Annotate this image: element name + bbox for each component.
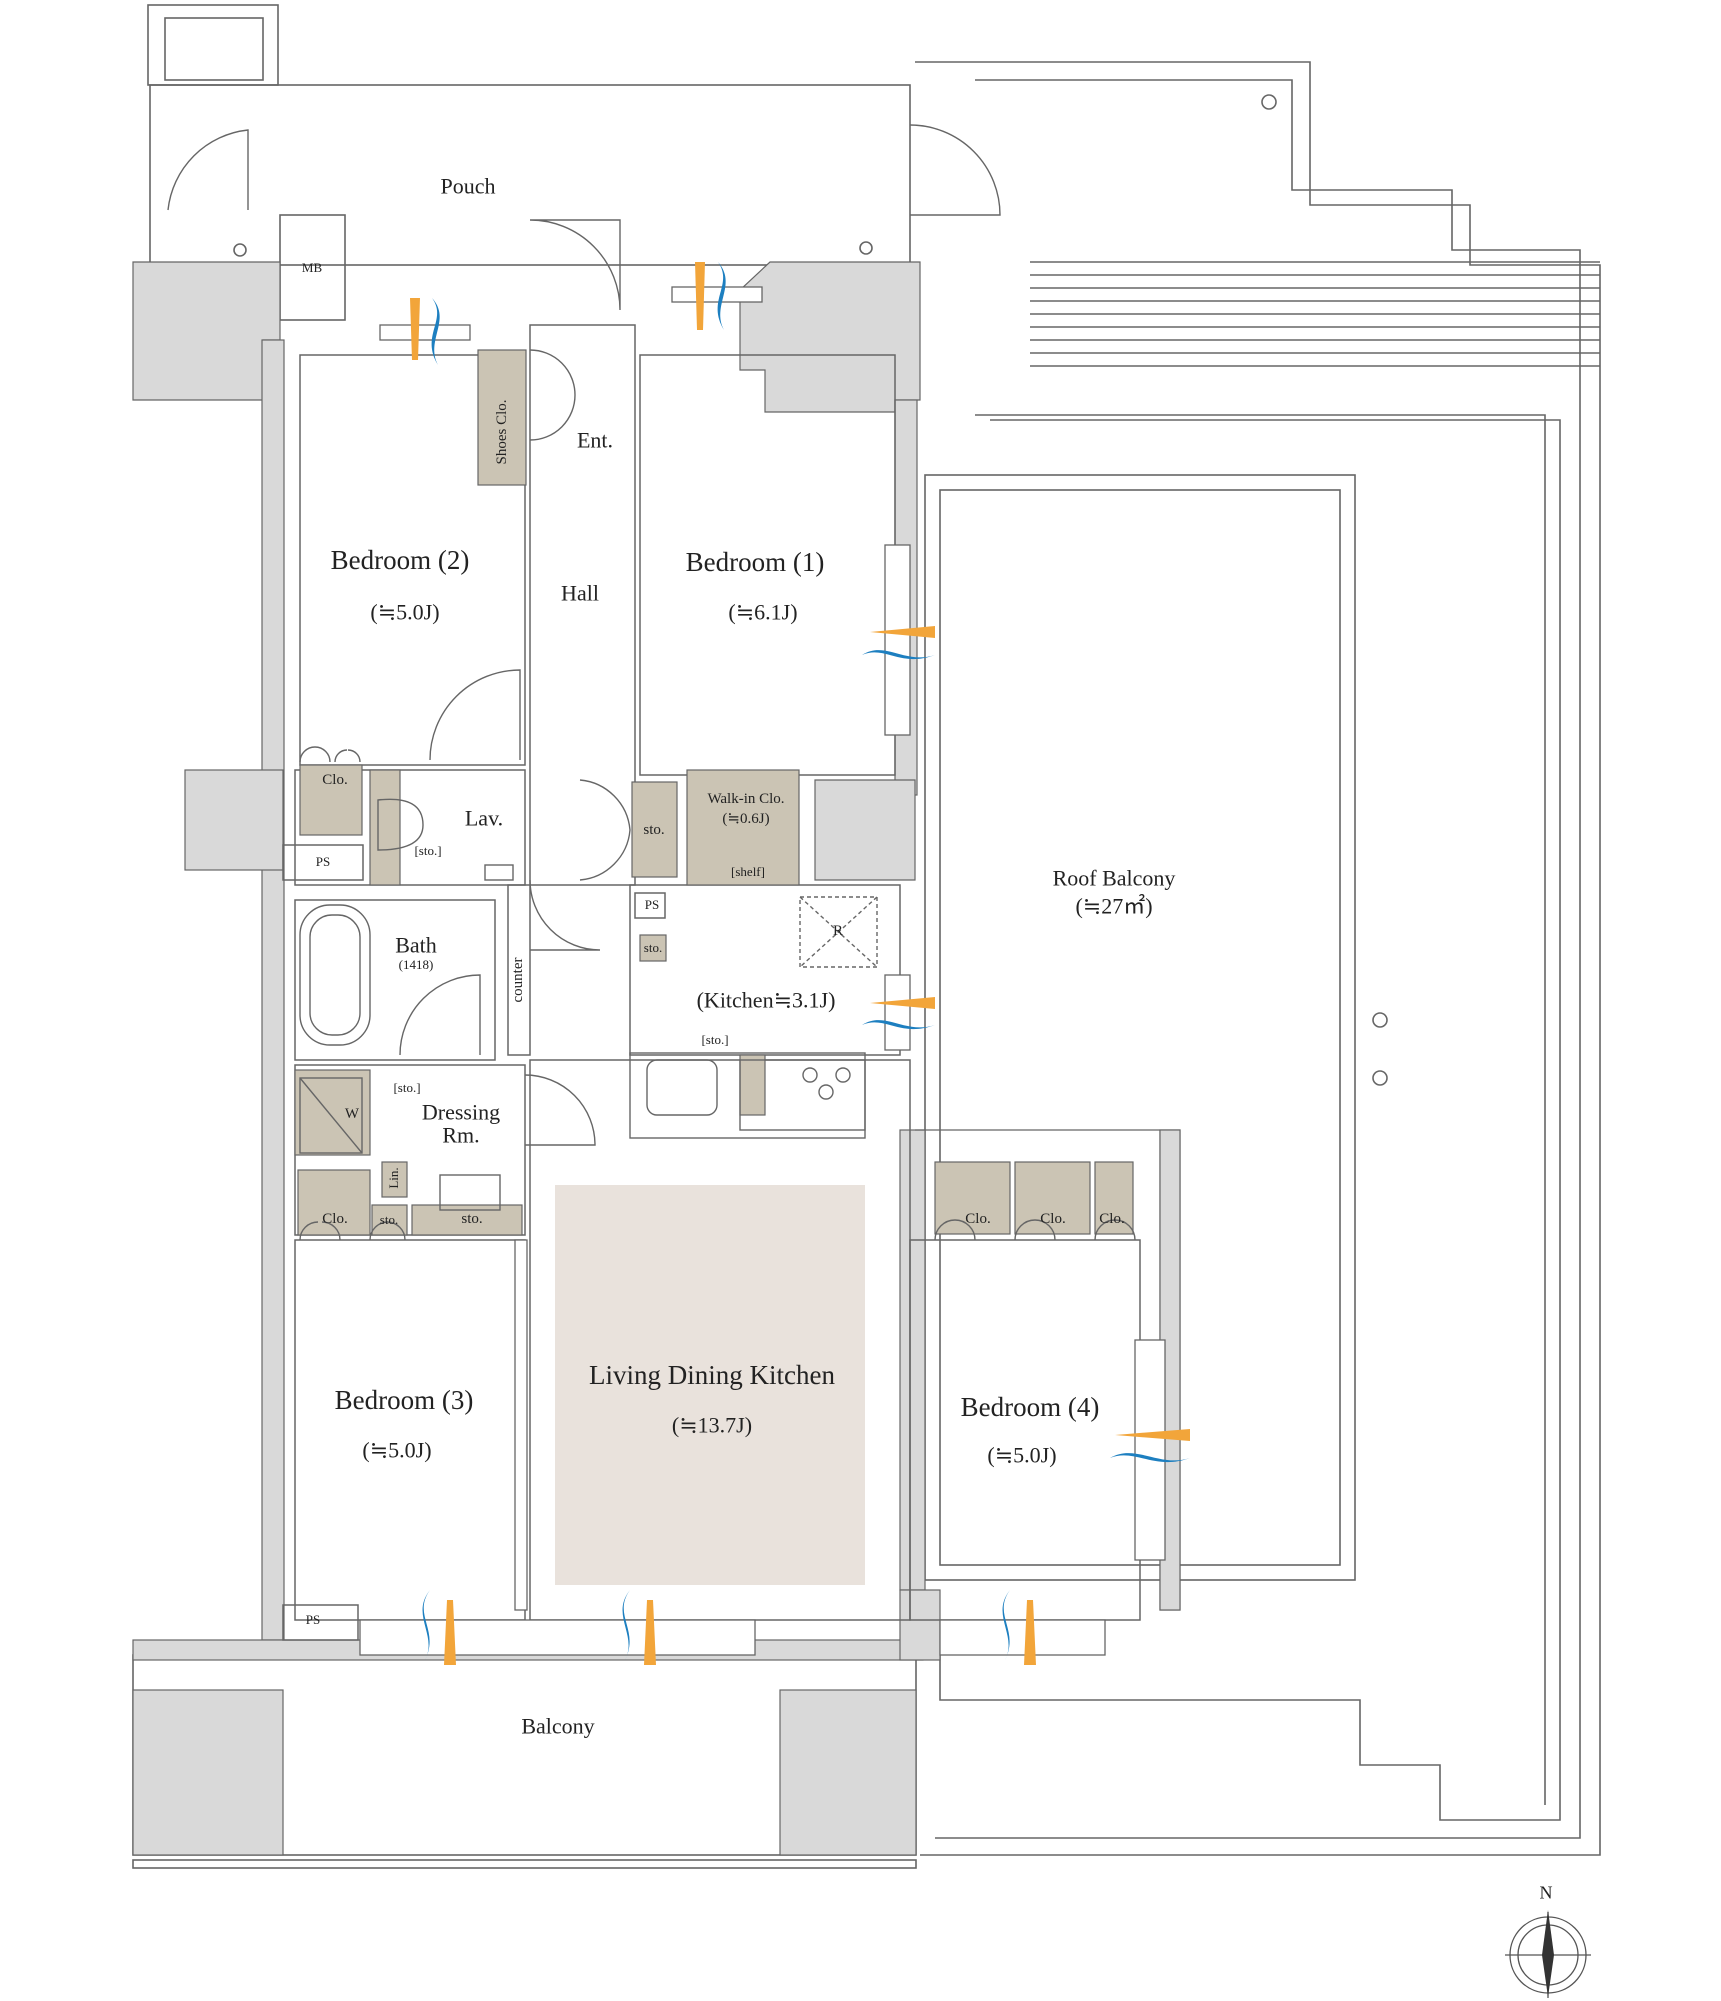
compass-north-label: N (1539, 1882, 1553, 1903)
refrigerator-box (799, 896, 878, 968)
hall-outline (529, 324, 636, 886)
ldk-area: (≒13.7J) (671, 1412, 753, 1438)
hall-label: Hall (561, 580, 599, 606)
bedroom3-name: Bedroom (3) (334, 1384, 474, 1415)
sto-bracket-dressing: [sto.] (393, 1080, 421, 1096)
ldk-name: Living Dining Kitchen (589, 1359, 835, 1390)
roof-balcony-outline (915, 61, 1601, 1856)
washer-label: W (344, 1106, 360, 1123)
walk-in-closet-area: (≒0.6J) (722, 811, 770, 828)
lav-outline (294, 769, 526, 886)
refrigerator-label: R (832, 923, 844, 940)
pouch-outline (149, 84, 911, 266)
ldk-fill (555, 1185, 865, 1585)
bedroom1-area: (≒6.1J) (728, 599, 798, 625)
top-box (147, 4, 279, 86)
sto-hall (631, 781, 678, 878)
ps-label-1: PS (315, 854, 331, 870)
sto-bracket-kitchen: [sto.] (701, 1032, 729, 1048)
kitchen-outline (629, 884, 901, 1056)
ps-label-2: PS (644, 897, 660, 913)
roof-balcony-name: Roof Balcony (1052, 865, 1176, 891)
bedroom3-outline (294, 1239, 526, 1621)
bedroom4-area: (≒5.0J) (987, 1442, 1057, 1468)
wall-upper-left (132, 261, 281, 401)
clo-label-bedroom4-c: Clo. (1099, 1211, 1125, 1228)
bedroom3-area: (≒5.0J) (362, 1437, 432, 1463)
mb-label: MB (301, 260, 323, 276)
roof-balcony-area: (≒27㎡) (1075, 893, 1153, 919)
ps-label-3: PS (305, 1612, 321, 1628)
bath-outline (294, 899, 496, 1061)
sto-label-kitchen: sto. (643, 940, 663, 956)
ps-box (282, 844, 364, 881)
walk-in-closet-shelf: [shelf] (731, 864, 765, 880)
clo-label-bedroom4-b: Clo. (1040, 1211, 1066, 1228)
lav-label: Lav. (464, 805, 504, 831)
linen-label: Lin. (386, 1167, 402, 1189)
kitchen-label: (Kitchen≒3.1J) (696, 987, 836, 1013)
sto-bracket-lav: [sto.] (414, 843, 442, 859)
clo-label-bedroom3: Clo. (322, 1211, 348, 1228)
pouch-label: Pouch (440, 173, 496, 199)
bedroom1-name: Bedroom (1) (685, 546, 825, 577)
shoes-closet (477, 349, 527, 486)
balcony-label: Balcony (521, 1713, 595, 1739)
bedroom4-name: Bedroom (4) (960, 1391, 1100, 1422)
bedroom2-area: (≒5.0J) (370, 599, 440, 625)
bath-size: (1418) (398, 957, 434, 973)
bedroom4-outline (909, 1239, 1141, 1621)
sto-label-hall: sto. (643, 822, 665, 839)
counter-label: counter (510, 957, 527, 1003)
shoes-closet-label: Shoes Clo. (494, 399, 511, 465)
sto-label-bedroom3: sto. (379, 1212, 399, 1228)
sto-label-dressing: sto. (461, 1211, 483, 1228)
compass-icon (1505, 1910, 1591, 1998)
walk-in-closet-name: Walk-in Clo. (707, 791, 785, 808)
dressing-line2: Rm. (442, 1122, 480, 1148)
sto-lav (369, 769, 401, 886)
walk-in-closet (686, 769, 800, 886)
dressing-line1: Dressing (421, 1099, 501, 1125)
bath-name: Bath (395, 932, 437, 958)
airflow-orange (410, 298, 420, 360)
clo-label-bedroom4-a: Clo. (965, 1211, 991, 1228)
clo-label-bedroom2: Clo. (322, 772, 348, 789)
entrance-label: Ent. (576, 427, 614, 453)
clo-bedroom2 (299, 764, 363, 836)
bedroom2-name: Bedroom (2) (330, 544, 470, 575)
